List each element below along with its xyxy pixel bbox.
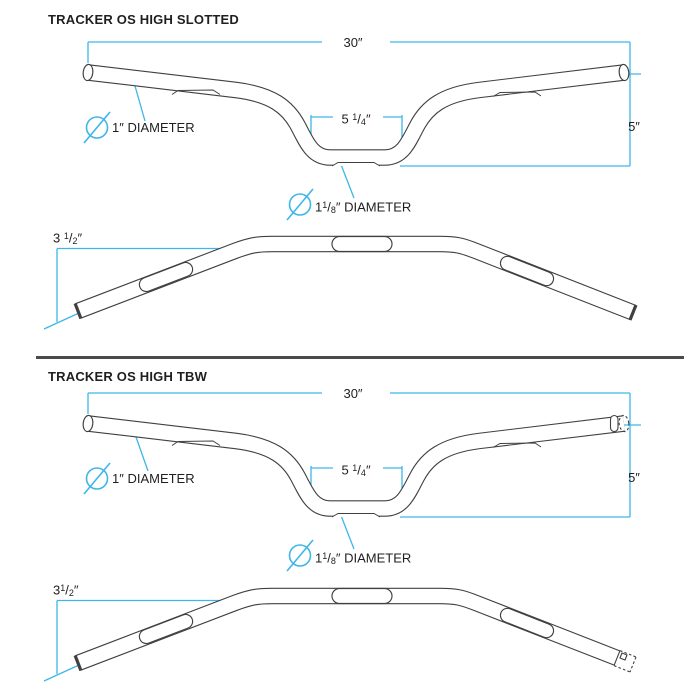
diameter-icon xyxy=(83,111,111,144)
knurl-ridge xyxy=(492,442,542,448)
tbw-slotted-end xyxy=(613,650,637,673)
center-knurl-bump xyxy=(331,513,381,518)
fraction-denominator: 4 xyxy=(360,117,366,127)
pullback-label: 31/2″ xyxy=(53,580,79,601)
fraction-unit: ″ DIAMETER xyxy=(335,550,412,566)
fraction-unit: ″ DIAMETER xyxy=(335,199,412,215)
section-divider xyxy=(36,356,684,359)
rise-label: 5″ xyxy=(628,119,640,134)
bar-end-cap-left xyxy=(82,414,94,433)
bar-end-cap-left xyxy=(82,63,94,82)
overall-width-label: 30″ xyxy=(343,386,363,401)
fraction-slash: / xyxy=(327,550,331,566)
grip-diameter-label: 1″ DIAMETER xyxy=(112,120,195,135)
fraction-pre: 3 xyxy=(53,582,61,598)
handlebar-outline xyxy=(73,235,638,321)
diameter-icon xyxy=(286,188,314,221)
slot-cutout xyxy=(499,255,555,287)
diameter-icon xyxy=(83,462,111,495)
fraction-denominator: 2 xyxy=(68,588,74,598)
center-diameter-leader xyxy=(339,161,355,199)
grip-diameter-leader xyxy=(135,436,149,472)
fraction-slash: / xyxy=(327,199,331,215)
center-diameter-label: 11/8″ DIAMETER xyxy=(315,197,411,218)
fraction-unit: ″ xyxy=(73,582,79,598)
overall-width-label: 30″ xyxy=(343,35,363,50)
fraction-denominator: 8 xyxy=(330,205,336,215)
slot-cutout xyxy=(331,235,393,253)
fraction-numerator: 1 xyxy=(352,112,358,122)
slot-cutout xyxy=(499,607,555,639)
fraction-numerator: 1 xyxy=(322,551,328,561)
tbw-end-notch xyxy=(619,652,628,661)
fraction-slash: / xyxy=(357,111,361,127)
slotted-front-view-drawing xyxy=(82,41,641,221)
tbw-end-slot xyxy=(609,414,619,433)
fraction-pre: 5 xyxy=(341,462,353,478)
fraction-slash: / xyxy=(68,230,73,246)
slotted-top-view-drawing xyxy=(43,235,638,330)
bar-end-face-left xyxy=(73,302,83,320)
dimension-lines xyxy=(83,41,641,221)
fraction-pre: 1 xyxy=(315,199,323,215)
fraction-numerator: 1 xyxy=(322,200,328,210)
tbw-bar-end xyxy=(609,414,630,433)
fraction-denominator: 2 xyxy=(72,236,78,246)
center-diameter-leader xyxy=(339,512,355,550)
tbw-end-dashed-cap xyxy=(618,414,630,433)
center-width-label: 5 1/4″ xyxy=(326,460,386,481)
fraction-unit: ″ xyxy=(365,462,371,478)
width-dimension-line xyxy=(87,41,630,63)
knurl-ridge xyxy=(171,89,221,95)
rise-label: 5″ xyxy=(628,470,640,485)
slot-cutout xyxy=(138,261,194,293)
grip-diameter-label: 1″ DIAMETER xyxy=(112,471,195,486)
fraction-pre: 1 xyxy=(315,550,323,566)
tbw-end-cut-face xyxy=(613,650,621,666)
handlebar-outline xyxy=(73,587,620,672)
handlebar-outline xyxy=(82,63,630,167)
knurl-ridge xyxy=(492,91,542,97)
bar-end-face-right xyxy=(628,304,638,321)
fraction-numerator: 1 xyxy=(352,463,358,473)
slot-cutout xyxy=(331,587,393,605)
bar-end-face-left xyxy=(73,654,83,672)
fraction-pre: 5 xyxy=(341,111,353,127)
width-dimension-line xyxy=(87,392,630,414)
center-width-label: 5 1/4″ xyxy=(326,109,386,130)
section-title: TRACKER OS HIGH SLOTTED xyxy=(48,12,239,27)
fraction-numerator: 1 xyxy=(63,231,69,241)
slot-cutout xyxy=(138,613,194,645)
pullback-label: 3 1/2″ xyxy=(53,228,82,249)
fraction-denominator: 8 xyxy=(330,556,336,566)
handlebar-outline xyxy=(82,414,625,518)
fraction-unit: ″ xyxy=(77,230,83,246)
diameter-icon xyxy=(286,539,314,572)
fraction-slash: / xyxy=(65,582,69,598)
tbw-front-view-drawing xyxy=(82,392,641,572)
fraction-slash: / xyxy=(357,462,361,478)
fraction-denominator: 4 xyxy=(360,468,366,478)
center-knurl-bump xyxy=(331,162,381,167)
center-diameter-label: 11/8″ DIAMETER xyxy=(315,548,411,569)
fraction-pre: 3 xyxy=(53,230,64,246)
fraction-unit: ″ xyxy=(365,111,371,127)
bar-end-cap-right xyxy=(618,63,630,82)
knurl-ridge xyxy=(171,440,221,446)
section-title: TRACKER OS HIGH TBW xyxy=(48,369,208,384)
grip-diameter-leader xyxy=(134,85,146,122)
tbw-top-view-drawing xyxy=(43,587,637,682)
fraction-numerator: 1 xyxy=(60,583,66,593)
